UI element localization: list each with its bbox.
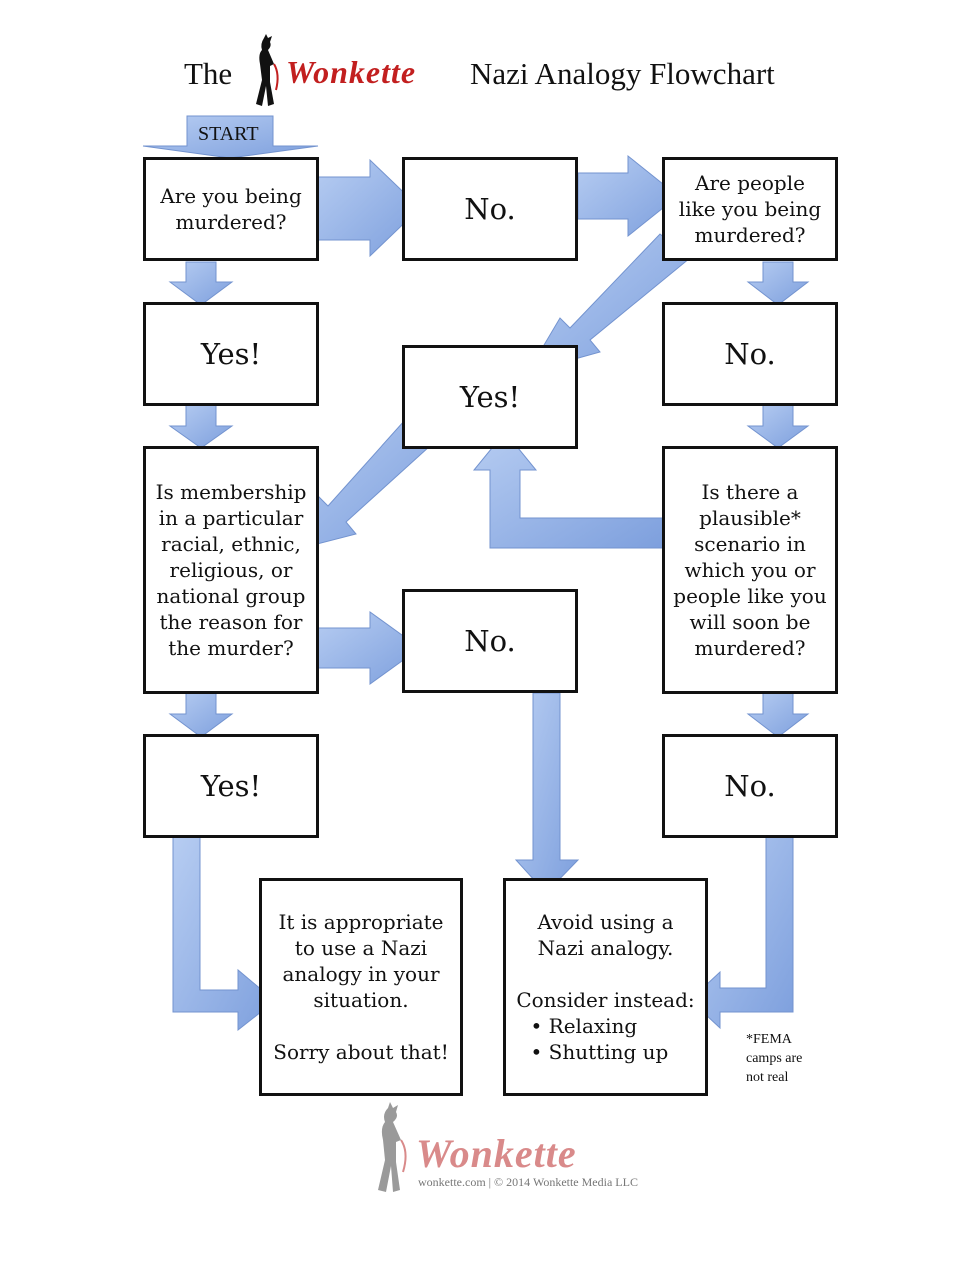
answer-yes-middle: Yes!: [402, 345, 578, 449]
arrow-qpeople-to-no2: [746, 261, 810, 306]
footer-brand-logo: Wonkette: [416, 1131, 577, 1176]
result-avoid-heading: Avoid using a Nazi analogy.: [537, 910, 674, 960]
question-plausible-scenario: Is there a plausible* scenario in which …: [662, 446, 838, 694]
title-prefix: The: [184, 56, 233, 91]
result-avoid-item-relaxing: • Relaxing: [530, 1014, 638, 1038]
footnote-fema: *FEMA camps are not real: [746, 1032, 803, 1085]
answer-yes-2: Yes!: [143, 734, 319, 838]
mascot-logo-icon: [256, 34, 279, 106]
arrow-no1-to-qpeople: [577, 154, 679, 238]
result-avoid: Avoid using a Nazi analogy. Consider ins…: [503, 878, 708, 1096]
arrow-nomiddle-to-avoid: [514, 692, 580, 894]
title-suffix: Nazi Analogy Flowchart: [470, 56, 775, 91]
start-arrow: [142, 115, 319, 159]
arrow-yes1-to-membership: [168, 404, 234, 449]
arrow-yes2-to-appropriate: [172, 835, 276, 1032]
arrow-membership-to-nomiddle: [317, 611, 421, 685]
answer-no-1: No.: [402, 157, 578, 261]
question-membership: Is membership in a particular racial, et…: [143, 446, 319, 694]
header-brand-logo: Wonkette: [286, 54, 417, 90]
arrow-membership-to-yes2: [168, 692, 234, 738]
result-avoid-item-shutting-up: • Shutting up: [530, 1040, 669, 1064]
arrow-no2-to-plausible: [746, 404, 810, 449]
result-avoid-consider: Consider instead:: [516, 988, 695, 1012]
footer-credit: wonkette.com | © 2014 Wonkette Media LLC: [418, 1175, 638, 1189]
answer-no-2: No.: [662, 302, 838, 406]
arrow-q1-to-no1: [317, 158, 421, 258]
arrow-yesmiddle-to-membership: [284, 419, 431, 553]
answer-yes-1: Yes!: [143, 302, 319, 406]
question-people-like-you: Are people like you being murdered?: [662, 157, 838, 261]
question-being-murdered: Are you being murdered?: [143, 157, 319, 261]
arrow-plausible-to-no3: [746, 692, 810, 738]
footer-mascot-logo-icon: [378, 1102, 407, 1192]
arrow-plausible-to-yesmiddle: [472, 431, 665, 549]
arrow-q1-to-yes1: [168, 261, 234, 306]
answer-no-3: No.: [662, 734, 838, 838]
result-appropriate: It is appropriate to use a Nazi analogy …: [259, 878, 463, 1096]
answer-no-middle: No.: [402, 589, 578, 693]
start-label: START: [198, 123, 259, 145]
